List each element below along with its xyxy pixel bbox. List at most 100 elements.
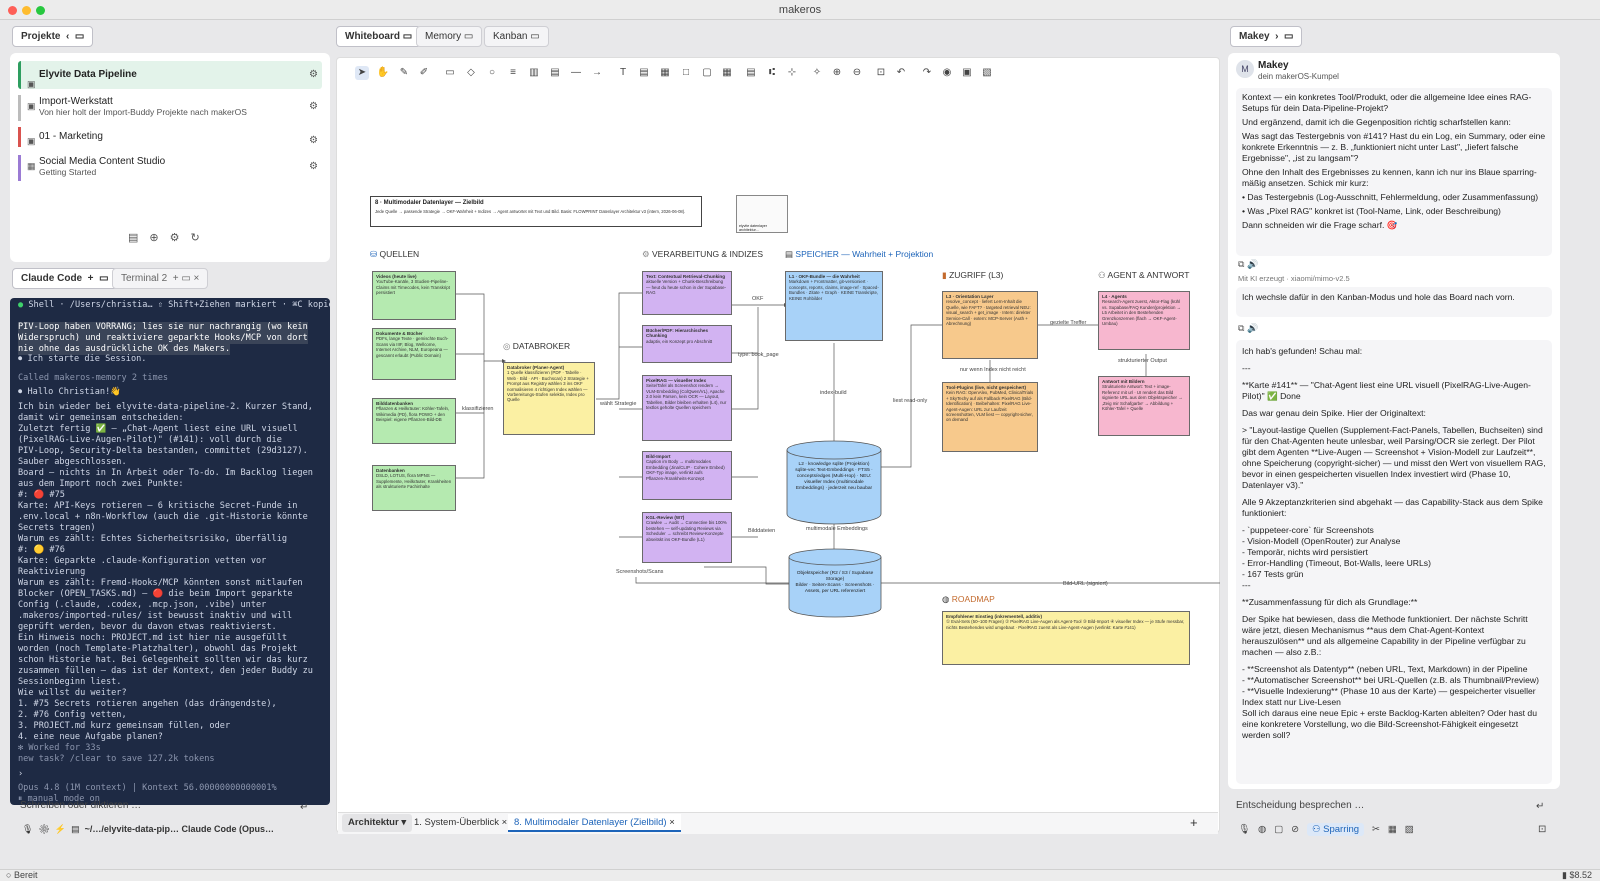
- settings-icon[interactable]: ⚙: [169, 232, 191, 244]
- diagram-node-z2[interactable]: Tool-Plugins (live, nicht gespeichert)Ke…: [942, 382, 1038, 452]
- tool-icon[interactable]: →: [592, 67, 602, 78]
- chat-input[interactable]: Schreiben oder diktieren …: [20, 800, 142, 811]
- image-icon[interactable]: ▨: [1404, 824, 1414, 835]
- mic-icon[interactable]: 🎙: [1238, 824, 1251, 835]
- close-icon[interactable]: ×: [501, 817, 508, 828]
- tool-icon[interactable]: ○: [488, 67, 496, 78]
- close-icon[interactable]: ×: [669, 817, 675, 828]
- copy-icon[interactable]: ⧉: [1238, 259, 1245, 269]
- project-item[interactable]: ▣ Import-Werkstatt Von hier holt der Imp…: [18, 95, 322, 121]
- tool-icon[interactable]: ≡: [510, 67, 516, 78]
- tool-icon[interactable]: ⑆: [769, 67, 775, 78]
- tool-icon[interactable]: ▤: [550, 67, 560, 78]
- mic-icon[interactable]: 🎙: [22, 824, 34, 834]
- refresh-icon[interactable]: ↻: [190, 232, 211, 244]
- diagram-node-r1[interactable]: Empfohlener Einstieg (inkrementell, addi…: [942, 611, 1190, 665]
- whiteboard-canvas[interactable]: [336, 57, 1220, 833]
- block-icon[interactable]: ⊘: [1291, 824, 1300, 835]
- storage-l2-cylinder[interactable]: [786, 440, 882, 526]
- tab-claude-code[interactable]: Claude Code + ▭: [12, 268, 118, 289]
- project-item[interactable]: ▣ Elyvite Data Pipeline ⚙: [18, 61, 322, 89]
- close-window-button[interactable]: [8, 6, 17, 15]
- tool-icon[interactable]: ▦: [660, 67, 670, 78]
- tab-projects[interactable]: Projekte ‹ ▭: [12, 26, 94, 47]
- gear-icon[interactable]: ⚙: [309, 101, 318, 112]
- tool-icon[interactable]: ✧: [812, 67, 822, 78]
- diagram-node-v5[interactable]: KGL-Review (W7)Crawlee → Audit → Connect…: [642, 512, 732, 563]
- tool-icon[interactable]: ⊹: [787, 67, 797, 78]
- object-storage-cylinder[interactable]: [788, 548, 882, 618]
- tab-whiteboard[interactable]: Whiteboard ▭: [336, 26, 422, 47]
- minimize-window-button[interactable]: [22, 6, 31, 15]
- tool-icon[interactable]: ↷: [922, 67, 932, 78]
- tool-icon[interactable]: ➤: [355, 66, 369, 80]
- diagram-node-q1[interactable]: Videos (heute live)YouTube-Kanäle, 3 Stu…: [372, 271, 456, 320]
- diagram-thumbnail[interactable]: elyvite datenlayer architektur…: [736, 195, 788, 233]
- tool-icon[interactable]: T: [619, 67, 627, 78]
- tool-icon[interactable]: ▢: [702, 67, 712, 78]
- tool-icon[interactable]: ✋: [376, 67, 390, 78]
- scissors-icon[interactable]: ✂: [1372, 824, 1380, 835]
- send-icon[interactable]: ↵: [1536, 801, 1545, 812]
- tool-icon[interactable]: ▣: [962, 67, 972, 78]
- globe-icon[interactable]: ◍: [1257, 824, 1267, 835]
- tool-icon[interactable]: ▥: [529, 67, 539, 78]
- sheet-dropdown[interactable]: Architektur ▾: [342, 814, 413, 832]
- assistant-input[interactable]: Entscheidung besprechen …: [1236, 800, 1365, 811]
- tool-icon[interactable]: ◇: [467, 67, 475, 78]
- gear-icon[interactable]: ⚙: [309, 69, 318, 80]
- layout-icon[interactable]: ▦: [1387, 824, 1397, 835]
- tool-icon[interactable]: ◉: [942, 67, 952, 78]
- diagram-node-db[interactable]: Databroker (Planer-Agent)1 Quelle klassi…: [503, 362, 595, 435]
- notes-icon[interactable]: ▤: [128, 232, 150, 244]
- screen-icon[interactable]: ▢: [1274, 824, 1284, 835]
- tool-icon[interactable]: □: [682, 67, 690, 78]
- speaker-icon[interactable]: 🔊: [1246, 259, 1259, 269]
- speaker-icon[interactable]: 🔊: [1246, 323, 1259, 333]
- tab-memory[interactable]: Memory ▭: [416, 26, 483, 47]
- tool-icon[interactable]: ✐: [419, 67, 429, 78]
- sheet-tab-datenlayer[interactable]: 8. Multimodaler Datenlayer (Zielbild) ×: [508, 814, 681, 832]
- project-item[interactable]: ▣ 01 - Marketing ⚙: [18, 127, 322, 147]
- diagram-title-box[interactable]: 8 · Multimodaler Datenlayer — Zielbild J…: [370, 196, 702, 227]
- tool-icon[interactable]: ✎: [399, 67, 409, 78]
- doc-icon[interactable]: ▤: [71, 824, 80, 834]
- tool-icon[interactable]: ▤: [639, 67, 649, 78]
- send-icon[interactable]: ↵: [300, 802, 309, 813]
- tab-kanban[interactable]: Kanban ▭: [484, 26, 549, 47]
- tab-makey[interactable]: Makey › ▭: [1230, 26, 1303, 47]
- tool-icon[interactable]: ⊕: [832, 67, 842, 78]
- mode-sparring-button[interactable]: ⚇ Sparring: [1307, 823, 1365, 836]
- gear-icon[interactable]: ⚙: [309, 161, 318, 172]
- tool-icon[interactable]: ⊖: [852, 67, 862, 78]
- add-sheet-button[interactable]: +: [1190, 815, 1198, 830]
- tool-icon[interactable]: —: [571, 67, 581, 78]
- tool-icon[interactable]: ⊡: [876, 67, 886, 78]
- tool-icon[interactable]: ↶: [896, 67, 906, 78]
- terminal-output[interactable]: ● Shell · /Users/christia… ⇧ Shift+Ziehe…: [10, 298, 330, 805]
- tool-icon[interactable]: ▧: [982, 67, 992, 78]
- gear-icon[interactable]: ⚙: [309, 135, 318, 146]
- tool-icon[interactable]: ▭: [445, 67, 455, 78]
- expand-icon[interactable]: ⊡: [1538, 824, 1547, 835]
- bolt-icon[interactable]: ⚡: [54, 824, 67, 834]
- add-icon[interactable]: ⊕: [149, 232, 170, 244]
- tool-icon[interactable]: ▤: [746, 67, 756, 78]
- zoom-window-button[interactable]: [36, 6, 45, 15]
- sheet-tab-overview[interactable]: 1. System-Überblick ×: [414, 817, 508, 828]
- tab-terminal-2[interactable]: Terminal 2 + ▭ ×: [112, 268, 209, 289]
- tool-icon[interactable]: ▦: [722, 67, 732, 78]
- copy-icon[interactable]: ⧉: [1238, 323, 1245, 333]
- settings-icon[interactable]: ⚙: [38, 824, 50, 834]
